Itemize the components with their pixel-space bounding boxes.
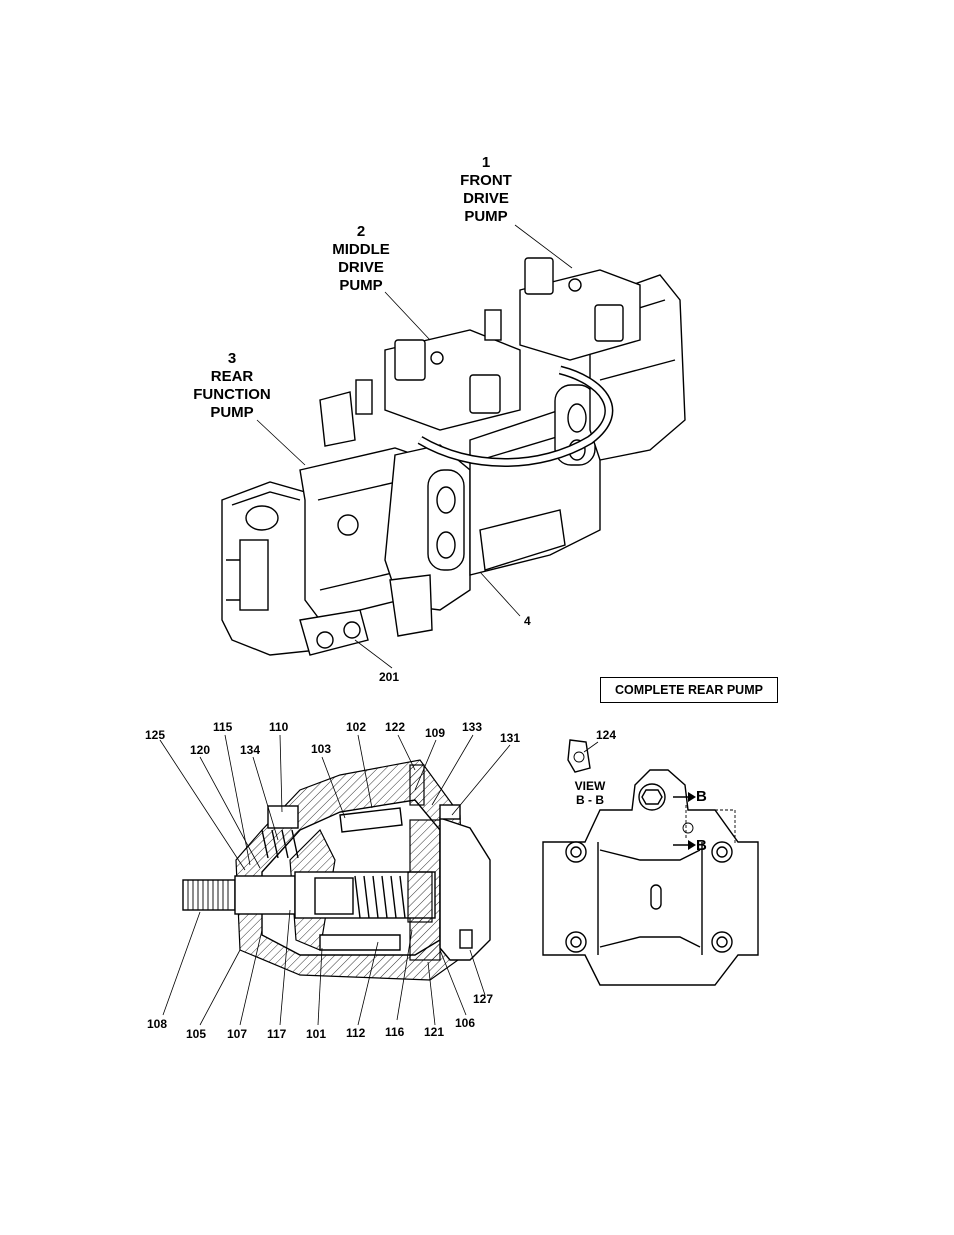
part-133: 133 xyxy=(462,720,482,734)
callout-front-drive-pump: 1 FRONT DRIVE PUMP xyxy=(450,154,522,226)
part-127: 127 xyxy=(473,992,493,1006)
callout-rear-line2: FUNCTION xyxy=(186,386,278,404)
part-109: 109 xyxy=(425,726,445,740)
view-b-b-line2: B - B xyxy=(567,793,613,807)
callout-rear-number: 3 xyxy=(186,350,278,368)
part-122: 122 xyxy=(385,720,405,734)
callout-front-line2: DRIVE xyxy=(450,190,522,208)
part-115: 115 xyxy=(213,720,232,734)
part-110: 110 xyxy=(269,720,288,734)
part-117: 117 xyxy=(267,1027,286,1041)
callout-middle-line1: MIDDLE xyxy=(322,241,400,259)
part-108: 108 xyxy=(147,1017,167,1031)
callout-rear-function-pump: 3 REAR FUNCTION PUMP xyxy=(186,350,278,422)
callout-item-4: 4 xyxy=(524,614,531,628)
section-view-drawing xyxy=(183,760,490,980)
part-125: 125 xyxy=(145,728,165,742)
part-116: 116 xyxy=(385,1025,404,1039)
view-b-b-line1: VIEW xyxy=(567,779,613,793)
view-b-b-label: VIEW B - B xyxy=(567,779,613,807)
part-103: 103 xyxy=(311,742,331,756)
section-b-arrow-label-bottom: B xyxy=(696,837,707,855)
callout-front-line3: PUMP xyxy=(450,208,522,226)
callout-item-201: 201 xyxy=(379,670,399,684)
part-102: 102 xyxy=(346,720,366,734)
callout-rear-line1: REAR xyxy=(186,368,278,386)
complete-rear-pump-label: COMPLETE REAR PUMP xyxy=(600,677,778,703)
end-view-drawing xyxy=(543,740,758,985)
callout-middle-drive-pump: 2 MIDDLE DRIVE PUMP xyxy=(322,223,400,295)
part-107: 107 xyxy=(227,1027,247,1041)
part-106: 106 xyxy=(455,1016,475,1030)
part-120: 120 xyxy=(190,743,210,757)
part-112: 112 xyxy=(346,1026,365,1040)
callout-front-number: 1 xyxy=(450,154,522,172)
part-124: 124 xyxy=(596,728,616,742)
part-105: 105 xyxy=(186,1027,206,1041)
part-134: 134 xyxy=(240,743,260,757)
part-131: 131 xyxy=(500,731,520,745)
part-121: 121 xyxy=(424,1025,444,1039)
callout-middle-number: 2 xyxy=(322,223,400,241)
part-101: 101 xyxy=(306,1027,326,1041)
callout-front-line1: FRONT xyxy=(450,172,522,190)
pump-assembly-illustration xyxy=(222,258,685,655)
callout-middle-line2: DRIVE xyxy=(322,259,400,277)
section-b-arrow-label-top: B xyxy=(696,788,707,806)
callout-rear-line3: PUMP xyxy=(186,404,278,422)
callout-middle-line3: PUMP xyxy=(322,277,400,295)
